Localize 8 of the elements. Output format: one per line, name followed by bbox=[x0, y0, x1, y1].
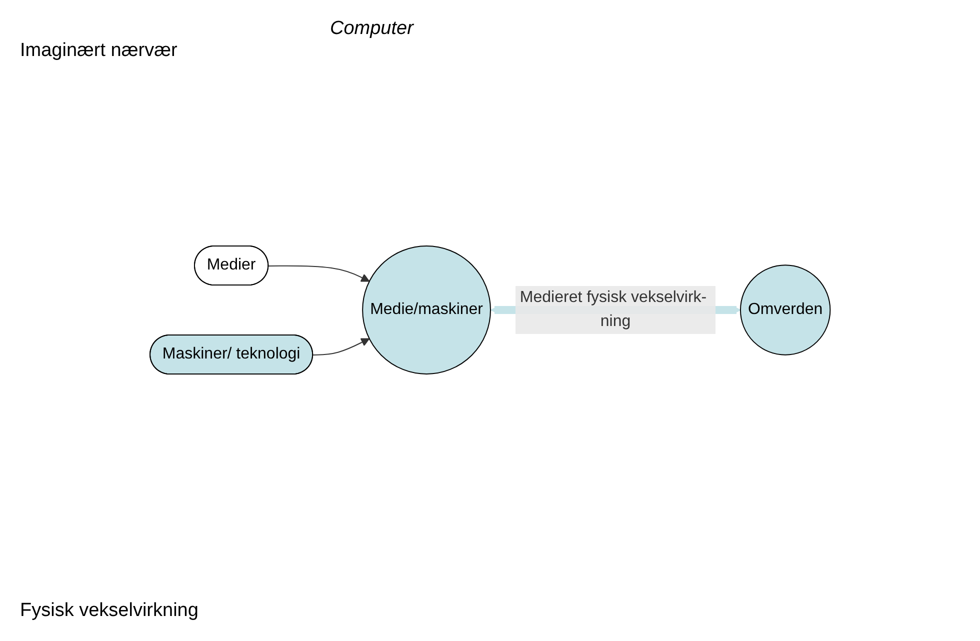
arrow bbox=[312, 338, 370, 356]
node-circle: Omverden bbox=[740, 264, 831, 356]
node-circle: Medie/maskiner bbox=[362, 246, 491, 374]
note-text: Fysisk vekselvirkning bbox=[20, 600, 198, 622]
note-text: Computer bbox=[330, 18, 414, 40]
note-text: Imaginært nærvær bbox=[20, 40, 178, 62]
edge-label: Medieret fysisk vekselvirk- ning bbox=[520, 288, 706, 330]
arrow bbox=[268, 265, 370, 282]
